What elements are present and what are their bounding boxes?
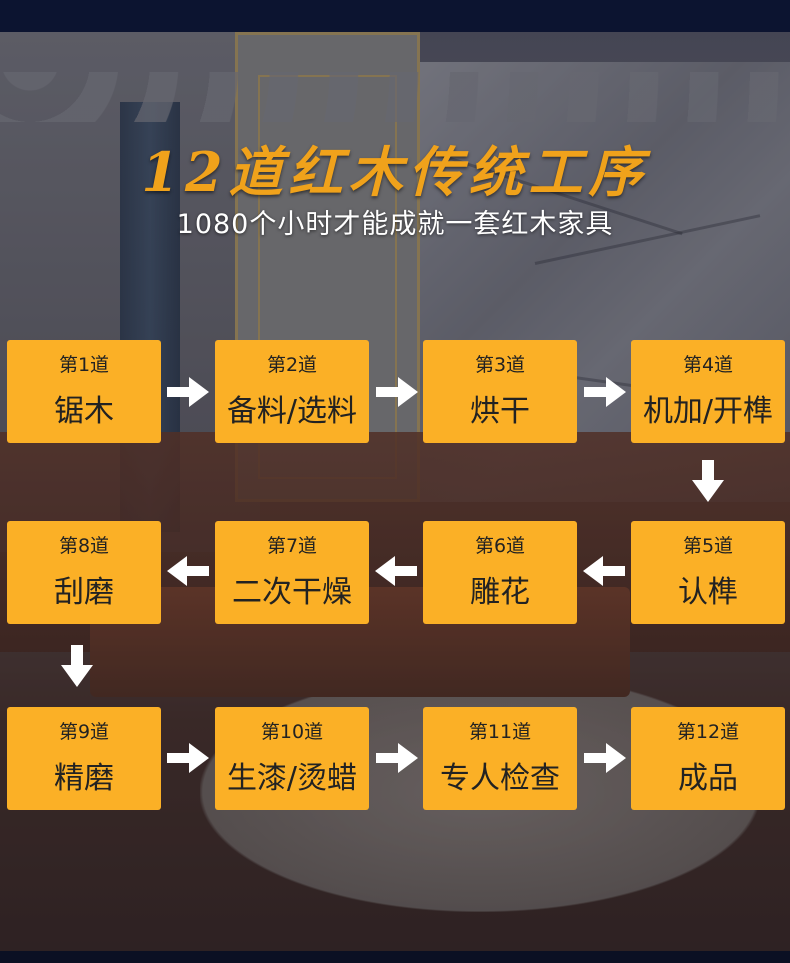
curtain-valance xyxy=(0,72,790,122)
step-3: 第3道 烘干 xyxy=(423,340,577,443)
step-number: 第8道 xyxy=(58,535,110,557)
step-2: 第2道 备料/选料 xyxy=(215,340,369,443)
step-11: 第11道 专人检查 xyxy=(423,707,577,810)
step-number: 第12道 xyxy=(676,721,740,743)
step-number: 第1道 xyxy=(58,354,110,376)
step-10: 第10道 生漆/烫蜡 xyxy=(215,707,369,810)
step-number: 第5道 xyxy=(682,535,734,557)
step-number: 第10道 xyxy=(260,721,324,743)
step-1: 第1道 锯木 xyxy=(7,340,161,443)
step-name: 生漆/烫蜡 xyxy=(226,761,358,796)
step-4: 第4道 机加/开榫 xyxy=(631,340,785,443)
step-number: 第3道 xyxy=(474,354,526,376)
step-7: 第7道 二次干燥 xyxy=(215,521,369,624)
bottom-bar xyxy=(0,951,790,963)
step-name: 二次干燥 xyxy=(232,575,352,610)
step-12: 第12道 成品 xyxy=(631,707,785,810)
step-name: 烘干 xyxy=(470,394,530,429)
step-number: 第9道 xyxy=(58,721,110,743)
step-name: 成品 xyxy=(678,761,738,796)
step-9: 第9道 精磨 xyxy=(7,707,161,810)
step-name: 备料/选料 xyxy=(226,394,358,429)
step-name: 精磨 xyxy=(54,761,114,796)
step-name: 刮磨 xyxy=(54,575,114,610)
step-name: 雕花 xyxy=(470,575,530,610)
step-number: 第11道 xyxy=(468,721,532,743)
step-number: 第2道 xyxy=(266,354,318,376)
step-8: 第8道 刮磨 xyxy=(7,521,161,624)
step-name: 专人检查 xyxy=(440,761,560,796)
step-name: 机加/开榫 xyxy=(642,394,774,429)
step-number: 第6道 xyxy=(474,535,526,557)
step-name: 锯木 xyxy=(54,394,114,429)
step-number: 第7道 xyxy=(266,535,318,557)
page-title: 12道红木传统工序 xyxy=(141,140,649,204)
step-number: 第4道 xyxy=(682,354,734,376)
step-name: 认榫 xyxy=(678,575,738,610)
page-subtitle: 1080个小时才能成就一套红木家具 xyxy=(176,209,614,240)
step-5: 第5道 认榫 xyxy=(631,521,785,624)
step-6: 第6道 雕花 xyxy=(423,521,577,624)
title-group: 12道红木传统工序 xyxy=(0,128,790,207)
top-bar xyxy=(0,0,790,32)
